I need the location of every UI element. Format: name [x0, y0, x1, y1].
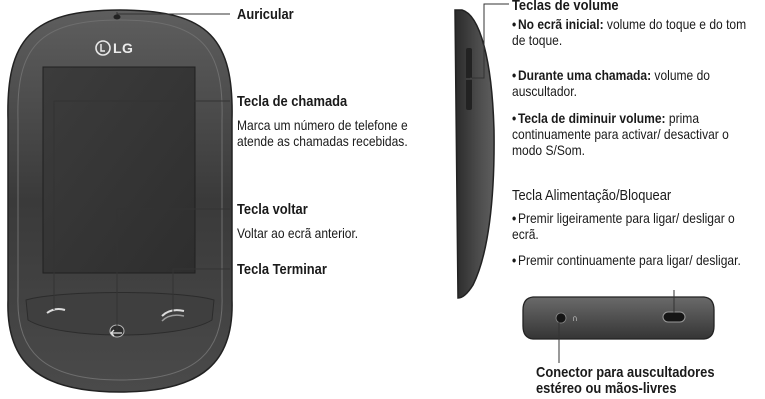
volume-item-1-bold: No ecrã inicial: — [517, 16, 604, 32]
brand-logo-text: LG — [113, 40, 134, 56]
volume-item-2: •Durante uma chamada: volume do ausculta… — [512, 67, 710, 99]
phone-front — [7, 9, 233, 393]
volume-item-3: •Tecla de diminuir volume: prima continu… — [512, 110, 729, 158]
power-item-1-text: Premir ligeiramente para ligar/ desligar… — [512, 210, 735, 242]
headset-connector-line2: estéreo ou mãos-livres — [536, 380, 677, 397]
back-key-description: Voltar ao ecrã anterior. — [237, 225, 359, 241]
end-key-label: Tecla Terminar — [237, 261, 327, 278]
phone-screen — [42, 66, 196, 274]
earpiece-slot — [113, 14, 121, 20]
svg-text:∩: ∩ — [572, 314, 578, 323]
phone-side — [454, 9, 495, 299]
volume-item-2-bold: Durante uma chamada: — [517, 67, 652, 83]
call-key-title: Tecla de chamada — [237, 93, 348, 110]
power-key-title: Tecla Alimentação/Bloquear — [512, 187, 672, 204]
volume-item-3-bold: Tecla de diminuir volume: — [517, 110, 666, 126]
leader-lines — [53, 3, 675, 363]
call-key-description: Marca um número de telefone e atende as … — [237, 117, 408, 149]
power-item-2-text: Premir continuamente para ligar/ desliga… — [517, 252, 741, 268]
lg-logo-icon — [95, 40, 111, 56]
volume-item-1-text: volume do toque e do tom de toque. — [512, 16, 747, 48]
power-item-1: •Premir ligeiramente para ligar/ desliga… — [512, 210, 735, 242]
headset-connector-line1: Conector para auscultadores — [536, 364, 715, 381]
power-lock-key — [662, 311, 686, 323]
call-key-icon — [46, 308, 66, 314]
phone-top: ∩ — [522, 296, 715, 340]
headset-jack — [555, 312, 567, 324]
volume-item-1: •No ecrã inicial: volume do toque e do t… — [512, 16, 747, 48]
power-item-2: •Premir continuamente para ligar/ deslig… — [512, 252, 741, 268]
end-key-icon — [161, 309, 185, 317]
back-key-title: Tecla voltar — [237, 201, 308, 218]
earpiece-label: Auricular — [237, 6, 294, 23]
volume-item-3-text: prima continuamente para activar/ desact… — [512, 110, 729, 158]
back-key-icon — [110, 329, 122, 337]
volume-item-2-text: volume do auscultador. — [512, 67, 710, 99]
volume-keys-title: Teclas de volume — [512, 0, 619, 14]
